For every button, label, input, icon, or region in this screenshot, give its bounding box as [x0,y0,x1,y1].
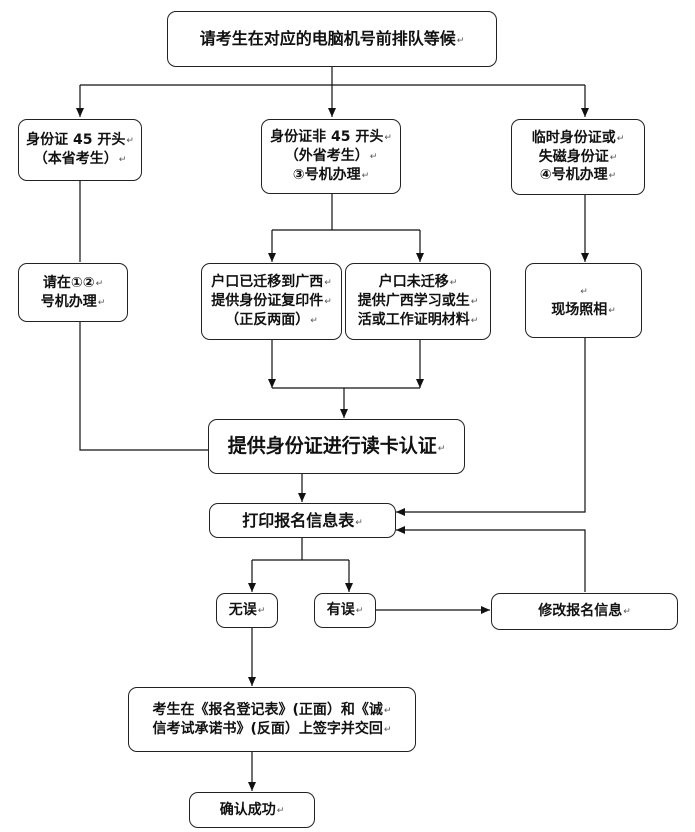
node-text: （正反两面） [225,311,310,328]
paragraph-mark-icon: ↵ [609,152,618,163]
node-photo: ↵现场照相↵ [525,263,642,338]
paragraph-mark-icon: ↵ [126,136,134,147]
node-text-line: ↵ [579,282,588,301]
paragraph-mark-icon: ↵ [257,606,266,617]
node-text-line: （正反两面）↵ [225,311,318,330]
paragraph-mark-icon: ↵ [580,286,588,297]
node-text: 考生在《报名登记表》(正面）和《诚 [152,701,383,718]
node-desk12: 请在①②↵号机办理↵ [18,263,128,322]
node-read-card: 提供身份证进行读卡认证↵ [208,419,465,474]
node-text-line: 修改报名信息↵ [538,602,631,621]
node-text: 身份证非 45 开头 [270,129,384,146]
node-confirm: 确认成功↵ [189,792,315,828]
node-text: 户口未迁移 [378,274,449,291]
node-temp-id: 临时身份证或↵失磁身份证↵④号机办理↵ [511,119,645,195]
node-text-line: 户口已迁移到广西↵ [211,273,332,292]
node-hukou-not-moved: 户口未迁移↵提供广西学习或生↵活或工作证明材料↵ [345,263,491,340]
node-text-line: 提供身份证进行读卡认证↵ [228,434,446,460]
paragraph-mark-icon: ↵ [383,705,392,716]
node-text-line: 临时身份证或↵ [532,129,625,148]
arrow-photo-to-print [396,338,586,516]
node-text-line: 号机办理↵ [41,293,106,312]
node-text: 无误 [228,602,257,619]
paragraph-mark-icon: ↵ [616,133,625,144]
node-text-line: 提供广西学习或生↵ [358,292,479,311]
paragraph-mark-icon: ↵ [384,133,392,144]
node-text-line: 提供身份证复印件↵ [211,292,332,311]
node-text-line: 现场照相↵ [551,301,616,320]
node-sign: 考生在《报名登记表》(正面）和《诚↵信考试承诺书》(反面）上签字并交回↵ [128,687,416,752]
node-text: 失磁身份证 [538,148,609,165]
node-id45-local: 身份证 45 开头↵（本省考生）↵ [18,119,142,181]
node-text: 修改报名信息 [538,603,623,620]
node-text-line: 请考生在对应的电脑机号前排队等候↵ [200,28,465,50]
node-text: 身份证 45 开头 [26,132,126,149]
node-text: 提供身份证复印件 [211,293,324,310]
node-no-error: 无误↵ [216,593,278,628]
connector-desk12-to-readcard [79,322,208,451]
node-text-line: ④号机办理↵ [540,166,616,185]
paragraph-mark-icon: ↵ [437,443,446,454]
node-has-error: 有误↵ [314,593,376,628]
paragraph-mark-icon: ↵ [361,170,370,181]
node-text: 现场照相 [551,301,608,318]
node-text: 户口已迁移到广西 [211,274,324,291]
node-text-line: 失磁身份证↵ [539,148,618,167]
paragraph-mark-icon: ↵ [623,607,631,618]
node-text-line: （外省考生）↵ [285,147,378,166]
paragraph-mark-icon: ↵ [310,315,318,326]
paragraph-mark-icon: ↵ [355,606,364,617]
paragraph-mark-icon: ↵ [608,171,617,182]
paragraph-mark-icon: ↵ [97,297,106,308]
node-text: 号机办理 [40,293,97,310]
node-hukou-moved: 户口已迁移到广西↵提供身份证复印件↵（正反两面）↵ [201,263,342,340]
node-text: （外省考生） [284,148,369,165]
node-text: 有误 [326,602,355,619]
paragraph-mark-icon: ↵ [456,36,465,47]
node-text: 请考生在对应的电脑机号前排队等候 [199,29,456,49]
node-text-line: 信考试承诺书》(反面）上签字并交回↵ [153,720,392,739]
node-text-line: 确认成功↵ [220,801,285,820]
node-queue: 请考生在对应的电脑机号前排队等候↵ [167,11,497,67]
node-text-line: 身份证 45 开头↵ [26,131,134,150]
node-text: ③号机办理 [292,166,361,183]
node-text-line: 打印报名信息表↵ [242,510,363,532]
paragraph-mark-icon: ↵ [369,152,378,163]
node-modify: 修改报名信息↵ [491,593,678,630]
node-text: 信考试承诺书》(反面）上签字并交回 [152,720,383,737]
paragraph-mark-icon: ↵ [470,315,479,326]
paragraph-mark-icon: ↵ [324,278,332,289]
node-text: 活或工作证明材料 [357,311,470,328]
paragraph-mark-icon: ↵ [276,805,285,816]
paragraph-mark-icon: ↵ [95,278,104,289]
paragraph-mark-icon: ↵ [355,517,363,528]
node-text: 提供身份证进行读卡认证 [227,434,437,457]
node-text-line: 考生在《报名登记表》(正面）和《诚↵ [153,701,392,720]
paragraph-mark-icon: ↵ [324,297,332,308]
node-text: 确认成功 [219,801,276,818]
node-print-form: 打印报名信息表↵ [209,503,396,538]
paragraph-mark-icon: ↵ [118,155,127,165]
node-text-line: 请在①②↵ [43,274,103,293]
node-text-line: 户口未迁移↵ [379,273,458,292]
node-text-line: 活或工作证明材料↵ [358,311,479,330]
paragraph-mark-icon: ↵ [383,724,392,735]
node-text: 临时身份证或 [531,129,616,146]
node-text: （本省考生） [33,151,118,167]
node-text-line: （本省考生）↵ [34,150,127,169]
paragraph-mark-icon: ↵ [470,297,479,308]
node-text-line: 有误↵ [327,601,364,620]
node-text: ④号机办理 [539,167,608,184]
paragraph-mark-icon: ↵ [449,278,458,289]
node-id-non45: 身份证非 45 开头↵（外省考生）↵③号机办理↵ [261,119,401,194]
node-text: 打印报名信息表 [242,510,355,530]
node-text-line: 身份证非 45 开头↵ [270,128,392,147]
arrow-modify-to-print [396,526,586,592]
node-text-line: ③号机办理↵ [293,166,369,185]
node-text: 提供广西学习或生 [357,293,470,310]
paragraph-mark-icon: ↵ [608,305,616,316]
node-text-line: 无误↵ [229,601,266,620]
node-text: 请在①② [42,274,95,291]
